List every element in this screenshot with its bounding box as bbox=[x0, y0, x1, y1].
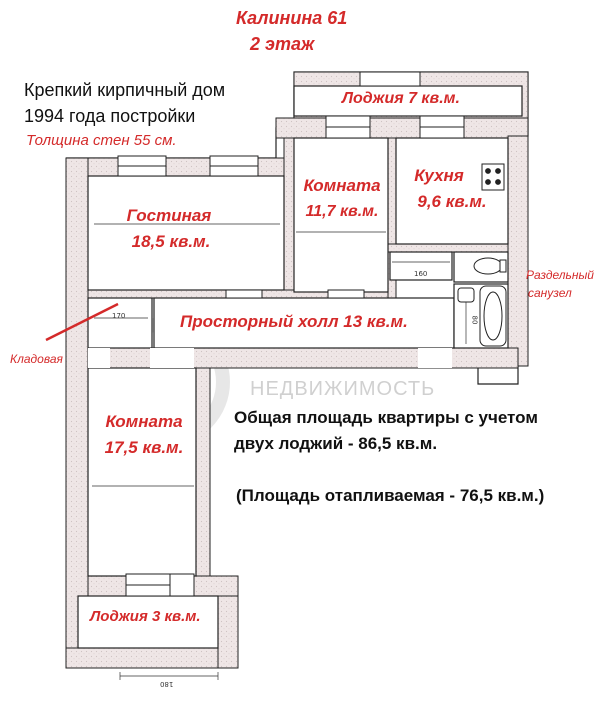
storage-pointer bbox=[45, 302, 119, 342]
room-loggia-bottom bbox=[77, 595, 219, 649]
bathroom-label-2: санузел bbox=[528, 286, 572, 300]
stove-icon bbox=[481, 163, 505, 191]
total-area-line1: Общая площадь квартиры с учетом bbox=[234, 408, 538, 427]
room-corridor bbox=[389, 251, 453, 281]
total-area-line2: двух лоджий - 86,5 кв.м. bbox=[234, 434, 438, 453]
storage-label: Кладовая bbox=[10, 352, 63, 366]
room-large bbox=[87, 367, 197, 577]
windows bbox=[117, 71, 465, 597]
doorways bbox=[88, 289, 452, 368]
living-area: 18,5 кв.м. bbox=[131, 232, 211, 251]
bathroom-label-1: Раздельный bbox=[526, 268, 594, 282]
living-name: Гостиная bbox=[126, 206, 212, 225]
room-small-area: 11,7 кв.м. bbox=[305, 203, 379, 220]
bathtub-icon bbox=[479, 285, 507, 347]
room-small-name: Комната bbox=[303, 176, 381, 195]
dim-170: 170 bbox=[112, 312, 126, 320]
room-storage bbox=[87, 297, 153, 349]
dim-160: 160 bbox=[414, 270, 428, 278]
watermark-text: НЕДВИЖИМОСТЬ bbox=[250, 378, 436, 400]
room-loggia-top bbox=[293, 85, 523, 117]
heated-area: (Площадь отапливаемая - 76,5 кв.м.) bbox=[236, 486, 545, 505]
room-hall bbox=[153, 297, 455, 349]
dimension-lines bbox=[92, 223, 467, 680]
kitchen-name: Кухня bbox=[414, 166, 464, 185]
dim-80: 80 bbox=[470, 315, 479, 325]
room-large-area: 17,5 кв.м. bbox=[104, 438, 184, 457]
address-title: Калинина 61 bbox=[236, 8, 348, 28]
room-living bbox=[87, 175, 285, 291]
room-large-name: Комната bbox=[105, 412, 183, 431]
floor-label: 2 этаж bbox=[250, 34, 315, 54]
loggia-top-label: Лоджия 7 кв.м. bbox=[342, 90, 460, 107]
sink-icon bbox=[457, 287, 475, 303]
room-interiors bbox=[77, 85, 523, 649]
kitchen-area: 9,6 кв.м. bbox=[417, 192, 487, 211]
wall-thickness: Толщина стен 55 см. bbox=[26, 132, 177, 149]
toilet-icon bbox=[473, 257, 507, 275]
building-line1: Крепкий кирпичный дом bbox=[24, 80, 226, 100]
hall-label: Просторный холл 13 кв.м. bbox=[180, 312, 408, 331]
building-line2: 1994 года постройки bbox=[24, 106, 196, 126]
loggia-bottom-label: Лоджия 3 кв.м. bbox=[90, 608, 201, 625]
room-kitchen bbox=[395, 137, 509, 245]
dim-180: 180 bbox=[160, 680, 174, 688]
room-small bbox=[293, 137, 389, 293]
